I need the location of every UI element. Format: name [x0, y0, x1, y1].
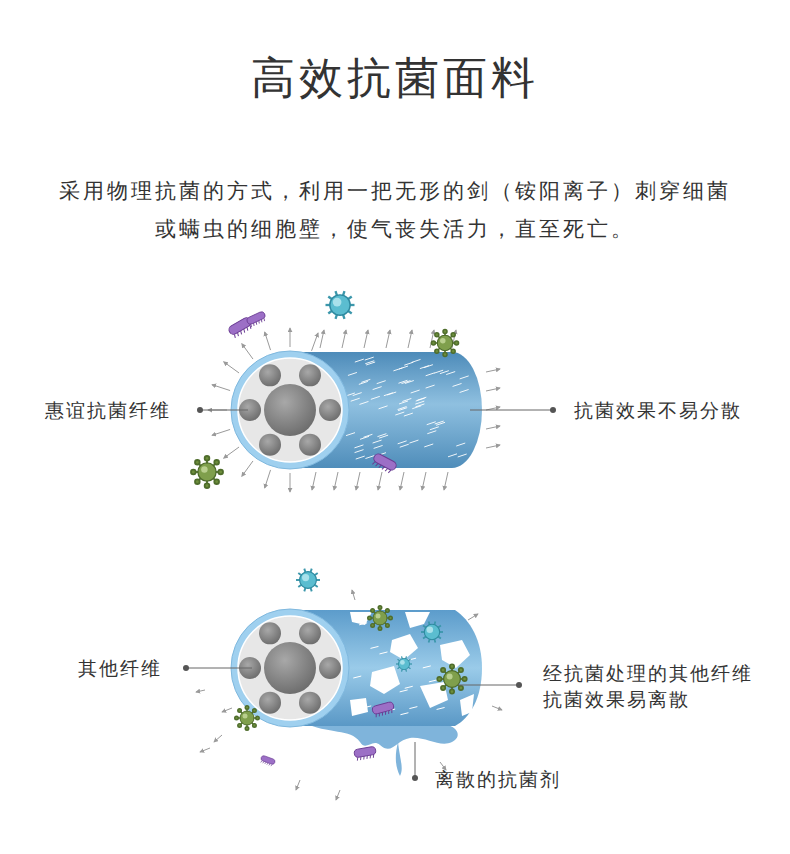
- agent-label: 离散的抗菌剂: [435, 767, 561, 791]
- page-title: 高效抗菌面料: [0, 50, 790, 106]
- effect-label: 经抗菌处理的其他纤维 抗菌效果易离散: [543, 660, 761, 712]
- fiber-label: 惠谊抗菌纤维: [45, 398, 171, 422]
- intro-text: 采用物理抗菌的方式，利用一把无形的剑（铵阳离子）刺穿细菌 或螨虫的细胞壁，使气丧…: [50, 172, 740, 248]
- effect-label: 抗菌效果不易分散: [574, 398, 742, 422]
- fiber-label: 其他纤维: [78, 656, 162, 680]
